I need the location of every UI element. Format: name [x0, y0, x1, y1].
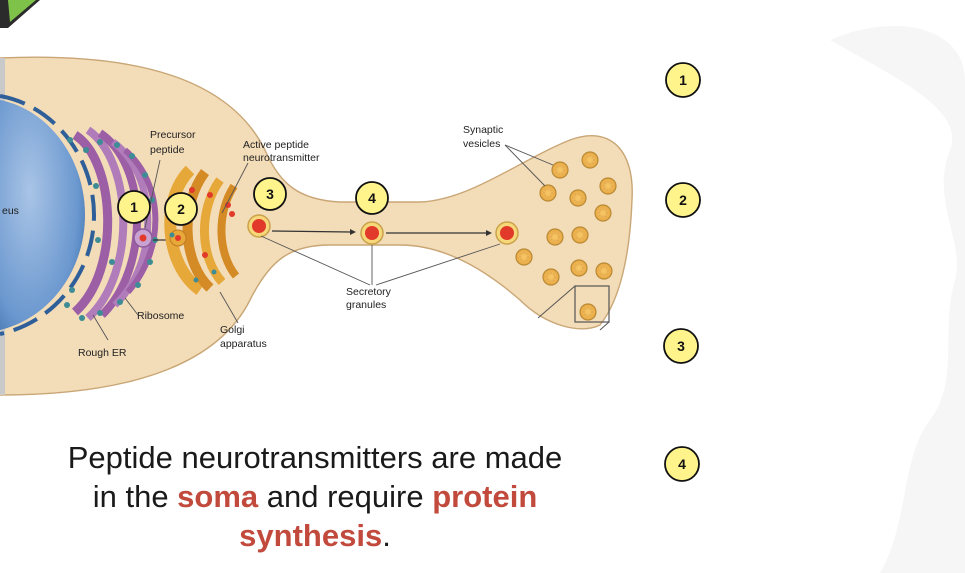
- caption-highlight-protein: protein: [432, 479, 538, 514]
- corner-logo: [0, 0, 40, 28]
- caption-highlight-synthesis: synthesis: [239, 518, 383, 553]
- label-active-line1: Active peptide: [243, 139, 309, 151]
- caption-highlight-soma: soma: [177, 479, 259, 514]
- nucleus-label: eus: [2, 205, 19, 217]
- svg-text:4: 4: [368, 190, 376, 206]
- label-precursor-line1: Precursor: [150, 129, 196, 141]
- synaptic-vesicles: [515, 151, 617, 321]
- label-rough-er: Rough ER: [78, 347, 127, 359]
- caption-text: .: [382, 518, 391, 553]
- label-precursor-line2: peptide: [150, 144, 185, 156]
- inset-box: [574, 285, 610, 323]
- label-golgi-line2: apparatus: [220, 338, 267, 350]
- golgi-apparatus: [164, 165, 240, 295]
- label-synaptic-line2: vesicles: [463, 138, 500, 150]
- caption-text: in the: [92, 479, 178, 514]
- caption-line-1: Peptide neurotransmitters are made: [67, 440, 563, 475]
- label-secretory-line2: granules: [346, 299, 386, 311]
- rough-er: [64, 126, 159, 321]
- label-ribosome: Ribosome: [137, 310, 184, 322]
- secretory-granule: [495, 221, 519, 245]
- svg-text:1: 1: [679, 72, 687, 88]
- side-marker-1: 1: [665, 62, 701, 98]
- side-marker-2: 2: [665, 182, 701, 218]
- neuron-soma: [0, 56, 633, 396]
- caption-text: and require: [258, 479, 433, 514]
- step-marker-4: 4: [355, 181, 389, 215]
- background-shape: [830, 25, 965, 573]
- caption-line-2: in the soma and require protein: [30, 477, 600, 516]
- svg-text:3: 3: [266, 186, 274, 202]
- label-golgi-line1: Golgi: [220, 324, 245, 336]
- label-secretory-line1: Secretory: [346, 286, 392, 298]
- svg-text:2: 2: [177, 201, 185, 217]
- secretory-granule: [360, 221, 384, 245]
- svg-text:1: 1: [130, 199, 138, 215]
- side-marker-3: 3: [663, 328, 699, 364]
- svg-text:3: 3: [677, 338, 685, 354]
- secretory-granule: [247, 214, 271, 238]
- label-synaptic-line1: Synaptic: [463, 124, 503, 136]
- caption-line-3: synthesis.: [30, 516, 600, 555]
- step-marker-3: 3: [253, 177, 287, 211]
- side-marker-4: 4: [664, 446, 700, 482]
- svg-text:4: 4: [678, 456, 686, 472]
- svg-text:2: 2: [679, 192, 687, 208]
- step-marker-1: 1: [117, 190, 151, 224]
- step-marker-2: 2: [164, 192, 198, 226]
- caption: Peptide neurotransmitters are made in th…: [30, 438, 600, 555]
- label-active-line2: neurotransmitter: [243, 152, 320, 164]
- nucleus: [0, 94, 97, 336]
